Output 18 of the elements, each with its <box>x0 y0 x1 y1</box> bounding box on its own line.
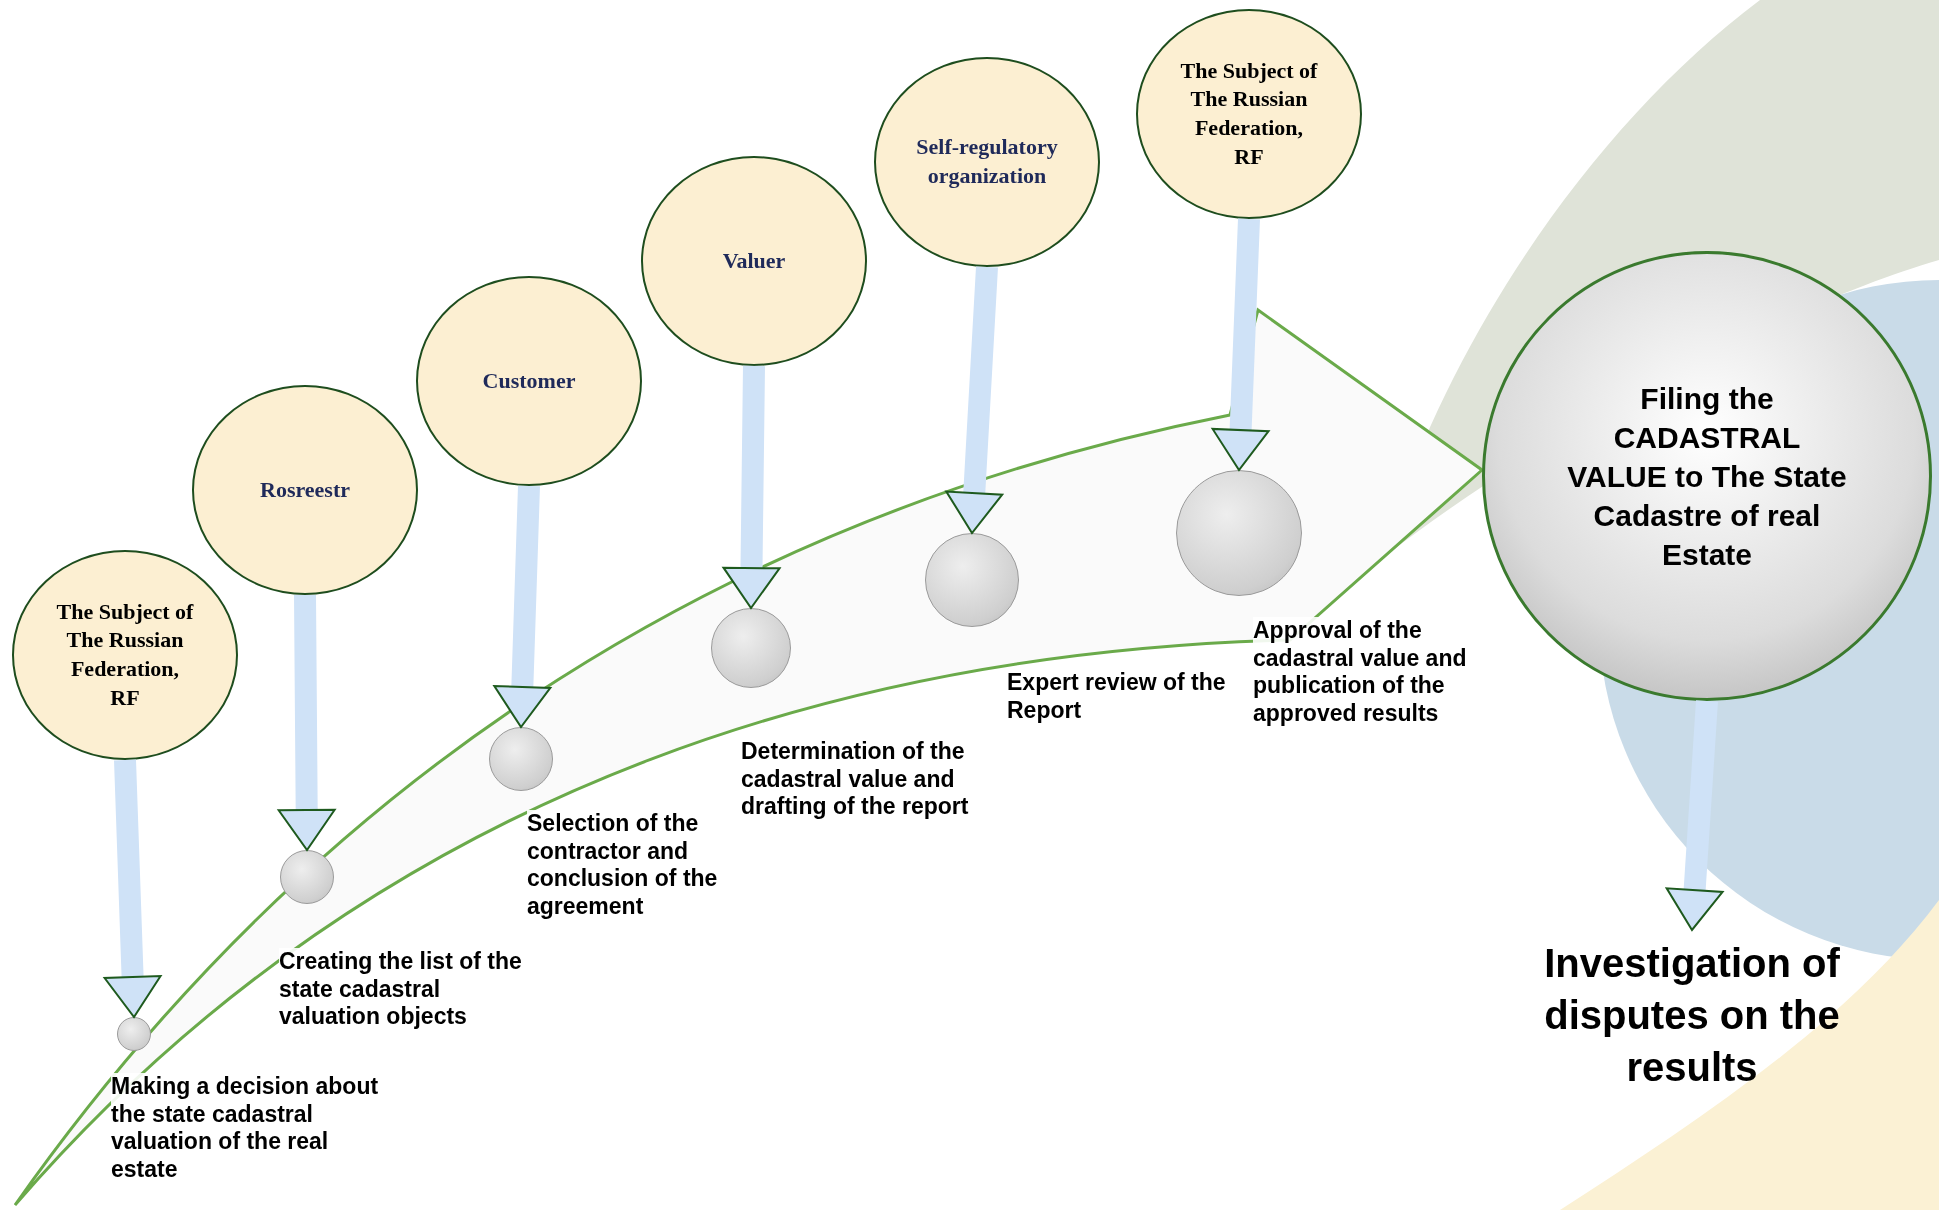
node-label: Valuer <box>721 246 787 275</box>
block-arrow <box>722 365 781 609</box>
block-arrow <box>277 594 336 851</box>
node-label: Self-regulatory organization <box>915 133 1059 190</box>
node-label: The Subject of The Russian Federation, RF <box>1179 56 1319 171</box>
block-arrow <box>945 266 1004 534</box>
node-label: Filing the CADASTRAL VALUE to The State Cadastre of real Estate <box>1566 380 1848 573</box>
block-arrow <box>493 485 552 728</box>
step-caption: Expert review of the Report <box>1007 669 1227 725</box>
block-arrow <box>103 759 162 1018</box>
block-arrow <box>1211 218 1270 471</box>
block-arrow <box>1665 700 1724 931</box>
node-label: Rosreestr <box>259 475 351 504</box>
result-text: Investigation of disputes on the results <box>1512 930 1872 1100</box>
node-label: The Subject of The Russian Federation, RF <box>55 597 195 712</box>
node-label: Customer <box>481 366 577 395</box>
step-circle <box>117 1017 151 1051</box>
step-caption: Approval of the cadastral value and publication of the approved results <box>1253 617 1468 728</box>
